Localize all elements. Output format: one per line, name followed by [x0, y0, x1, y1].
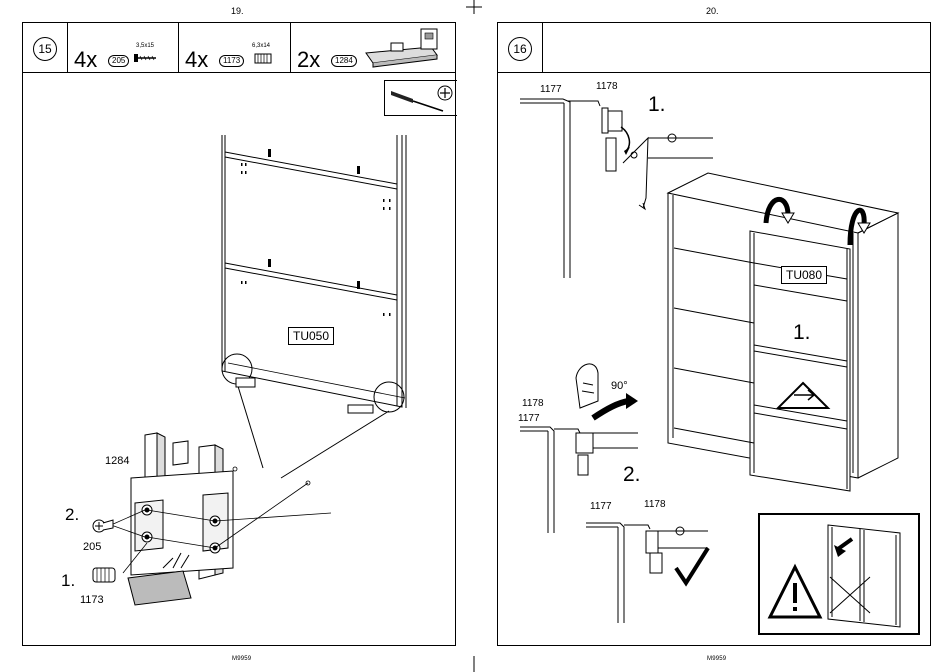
- screw-205-icon: [93, 520, 113, 532]
- step-16-panel: 16 1177 1178 1.: [497, 22, 931, 646]
- checkmark-icon: [676, 548, 708, 583]
- label-1173: 1173: [80, 594, 104, 606]
- label-1178-bottom: 1178: [644, 499, 666, 510]
- footer-code-left: M9959: [232, 656, 251, 662]
- warning-box: [758, 513, 920, 635]
- label-205: 205: [83, 541, 101, 553]
- fitting-detail-drawing: [23, 23, 457, 647]
- wrong-position-drawing: [760, 515, 950, 665]
- dowel-1173-icon: [93, 568, 115, 582]
- label-1284: 1284: [105, 455, 129, 467]
- footer-code-right: M9959: [707, 656, 726, 662]
- label-1177-bottom: 1177: [590, 501, 612, 512]
- label-step-2: 2.: [65, 505, 79, 525]
- step-15-panel: 15 4x 205 3,5x15 4x 1173 6,3x14 2x 1284: [22, 22, 456, 646]
- label-step-1: 1.: [61, 571, 75, 591]
